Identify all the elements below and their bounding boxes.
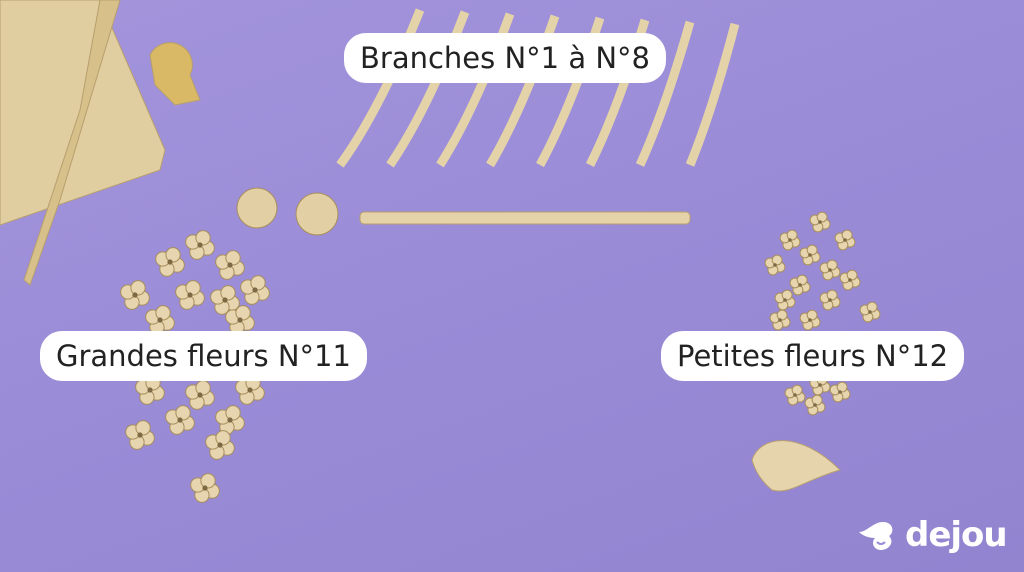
wooden-discs (236, 187, 339, 236)
flower (859, 301, 881, 323)
flower (819, 259, 841, 281)
flower (215, 405, 245, 435)
flower (205, 430, 235, 460)
flower (235, 375, 265, 405)
wooden-sheet (0, 0, 201, 286)
flower (185, 230, 215, 260)
flower (834, 229, 856, 251)
label-large-flowers: Grandes fleurs N°11 (40, 331, 367, 381)
mascot-icon (859, 522, 893, 550)
flower (839, 269, 861, 291)
flower (779, 229, 801, 251)
flower (809, 211, 831, 233)
wooden-leaf (751, 440, 841, 492)
brand-logo: dejou (855, 515, 1008, 555)
small-flowers (764, 211, 881, 416)
flower (789, 274, 811, 296)
flower (185, 380, 215, 410)
flower (120, 280, 150, 310)
flower (769, 309, 791, 331)
wooden-stem (359, 211, 691, 225)
flower (215, 250, 245, 280)
flower (240, 275, 270, 305)
branch (685, 22, 740, 167)
label-small-flowers: Petites fleurs N°12 (661, 331, 965, 381)
flower (764, 254, 786, 276)
label-branches: Branches N°1 à N°8 (344, 33, 666, 83)
brand-name: dejou (905, 515, 1008, 555)
flower (829, 381, 851, 403)
flower (165, 405, 195, 435)
wooden-branches (336, 8, 740, 168)
flower (175, 280, 205, 310)
flower (155, 247, 185, 277)
flower (774, 289, 796, 311)
flower (145, 305, 175, 335)
flower (799, 309, 821, 331)
flower (804, 394, 826, 416)
flower (190, 473, 220, 503)
branch (635, 20, 695, 167)
flower (225, 305, 255, 335)
flower (125, 420, 155, 450)
flower (784, 384, 806, 406)
flower (819, 289, 841, 311)
large-flowers (120, 230, 270, 503)
flower (799, 244, 821, 266)
